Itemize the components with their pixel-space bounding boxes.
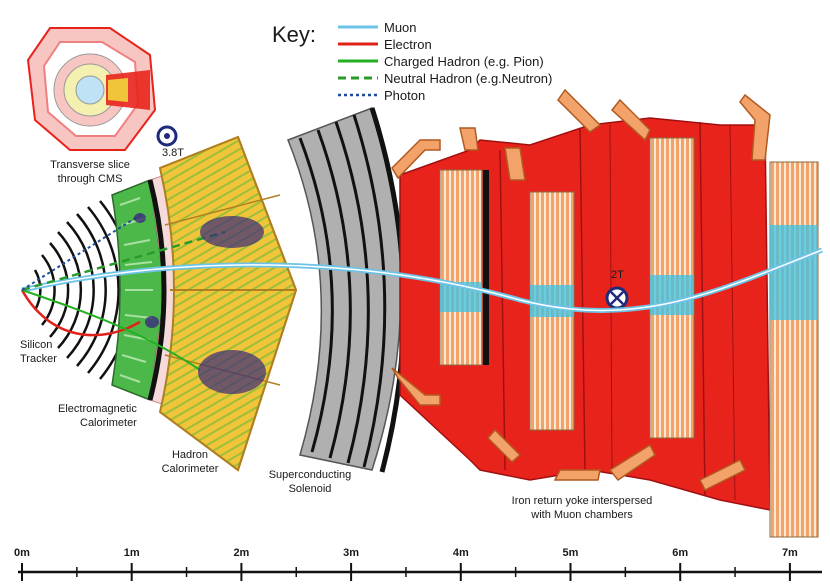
energy-showers [134, 213, 266, 394]
hcal-label-line2: Calorimeter [162, 463, 219, 475]
scale-label-2: 2m [233, 547, 249, 559]
scale-label-5: 5m [563, 547, 579, 559]
solenoid [287, 107, 407, 473]
legend-label-0: Muon [384, 20, 417, 35]
scale-label-0: 0m [14, 547, 30, 559]
scale-bar: 0m 1m 2m 3m 4m 5m 6m 7m [14, 547, 822, 581]
field-label-inner: 3.8T [162, 147, 184, 159]
scale-label-1: 1m [124, 547, 140, 559]
scale-label-7: 7m [782, 547, 798, 559]
scale-label-6: 6m [672, 547, 688, 559]
field-symbol-outer [605, 286, 629, 310]
slice-label-line2: through CMS [58, 173, 123, 185]
yoke-supports [391, 88, 771, 492]
legend-label-4: Photon [384, 88, 425, 103]
solenoid-label-line2: Solenoid [289, 483, 332, 495]
legend-label-3: Neutral Hadron (e.g.Neutron) [384, 71, 552, 86]
slice-label-line1: Transverse slice [50, 159, 130, 171]
muon-chambers [439, 137, 819, 538]
transverse-slice-thumbnail [26, 27, 157, 151]
yoke-label-line2: with Muon chambers [530, 509, 633, 521]
field-label-outer: 2T [611, 269, 624, 281]
legend-title: Key: [272, 22, 316, 47]
solenoid-label-line1: Superconducting [269, 469, 352, 481]
silicon-tracker [33, 200, 134, 380]
ecal-label-line1: Electromagnetic [58, 403, 137, 415]
yoke-label-line1: Iron return yoke interspersed [512, 495, 653, 507]
scale-label-4: 4m [453, 547, 469, 559]
hcal-label-line1: Hadron [172, 449, 208, 461]
particle-tracks [20, 214, 823, 371]
ecal-label-line2: Calorimeter [80, 417, 137, 429]
legend-label-1: Electron [384, 37, 432, 52]
legend-label-2: Charged Hadron (e.g. Pion) [384, 54, 544, 69]
tracker-label-line1: Silicon [20, 339, 52, 351]
tracker-label-line2: Tracker [20, 353, 57, 365]
field-symbol-inner [156, 125, 178, 147]
scale-label-3: 3m [343, 547, 359, 559]
